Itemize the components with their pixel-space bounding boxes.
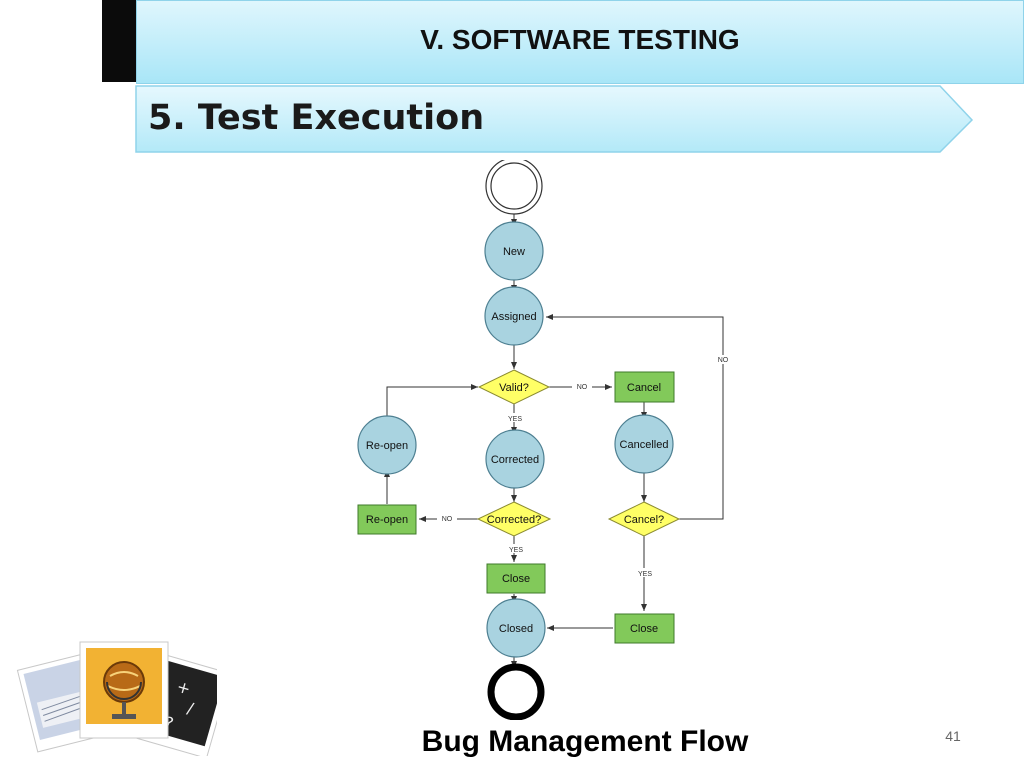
action-close-left-label: Close	[502, 573, 530, 585]
action-reopen-label: Re-open	[366, 514, 408, 526]
section-title: V. SOFTWARE TESTING	[420, 24, 740, 55]
decision-cancel: Cancel?	[607, 501, 681, 537]
edge-label-corrected-no: NO	[442, 516, 453, 523]
action-close-right: Close	[614, 613, 675, 644]
edge-label-valid-yes: YES	[508, 416, 522, 423]
state-closed-label: Closed	[499, 623, 533, 635]
state-corrected-label: Corrected	[491, 454, 539, 466]
action-cancel: Cancel	[614, 371, 675, 403]
flow-connectors	[384, 211, 724, 668]
edge-label-cancel-yes: YES	[638, 571, 652, 578]
action-close-left: Close	[486, 563, 546, 594]
bug-management-flowchart: New Assigned Re-open Corrected Cancelled…	[357, 160, 733, 720]
state-corrected: Corrected	[485, 429, 545, 489]
header-bar	[136, 0, 1024, 84]
action-cancel-label: Cancel	[627, 382, 661, 394]
state-new: New	[484, 221, 544, 281]
edge-label-corrected-yes: YES	[509, 547, 523, 554]
photo-stack-icon: + / ?	[16, 641, 217, 756]
action-reopen: Re-open	[357, 504, 417, 535]
header-black-block	[102, 0, 138, 82]
decision-corrected: Corrected?	[476, 501, 552, 537]
svg-text:/: /	[185, 698, 196, 718]
diagram-caption: Bug Management Flow	[421, 725, 749, 758]
decision-valid: Valid?	[477, 369, 551, 405]
page-number: 41	[945, 728, 961, 744]
decision-cancel-label: Cancel?	[624, 514, 664, 526]
decision-corrected-label: Corrected?	[487, 514, 541, 526]
decision-valid-label: Valid?	[499, 382, 529, 394]
end-node	[487, 663, 545, 720]
state-assigned-label: Assigned	[491, 311, 536, 323]
subtitle-ribbon	[135, 85, 974, 153]
slide-subtitle: 5. Test Execution	[148, 98, 485, 138]
state-reopen-label: Re-open	[366, 440, 408, 452]
edge-label-valid-no: NO	[577, 384, 588, 391]
state-closed: Closed	[486, 598, 546, 658]
state-new-label: New	[503, 246, 525, 258]
state-cancelled-label: Cancelled	[620, 439, 669, 451]
svg-text:+: +	[175, 677, 193, 699]
action-close-right-label: Close	[630, 623, 658, 635]
state-cancelled: Cancelled	[614, 414, 674, 474]
state-assigned: Assigned	[484, 286, 544, 346]
state-reopen: Re-open	[357, 415, 417, 475]
edge-label-cancel-no: NO	[718, 357, 729, 364]
start-node	[485, 160, 543, 215]
